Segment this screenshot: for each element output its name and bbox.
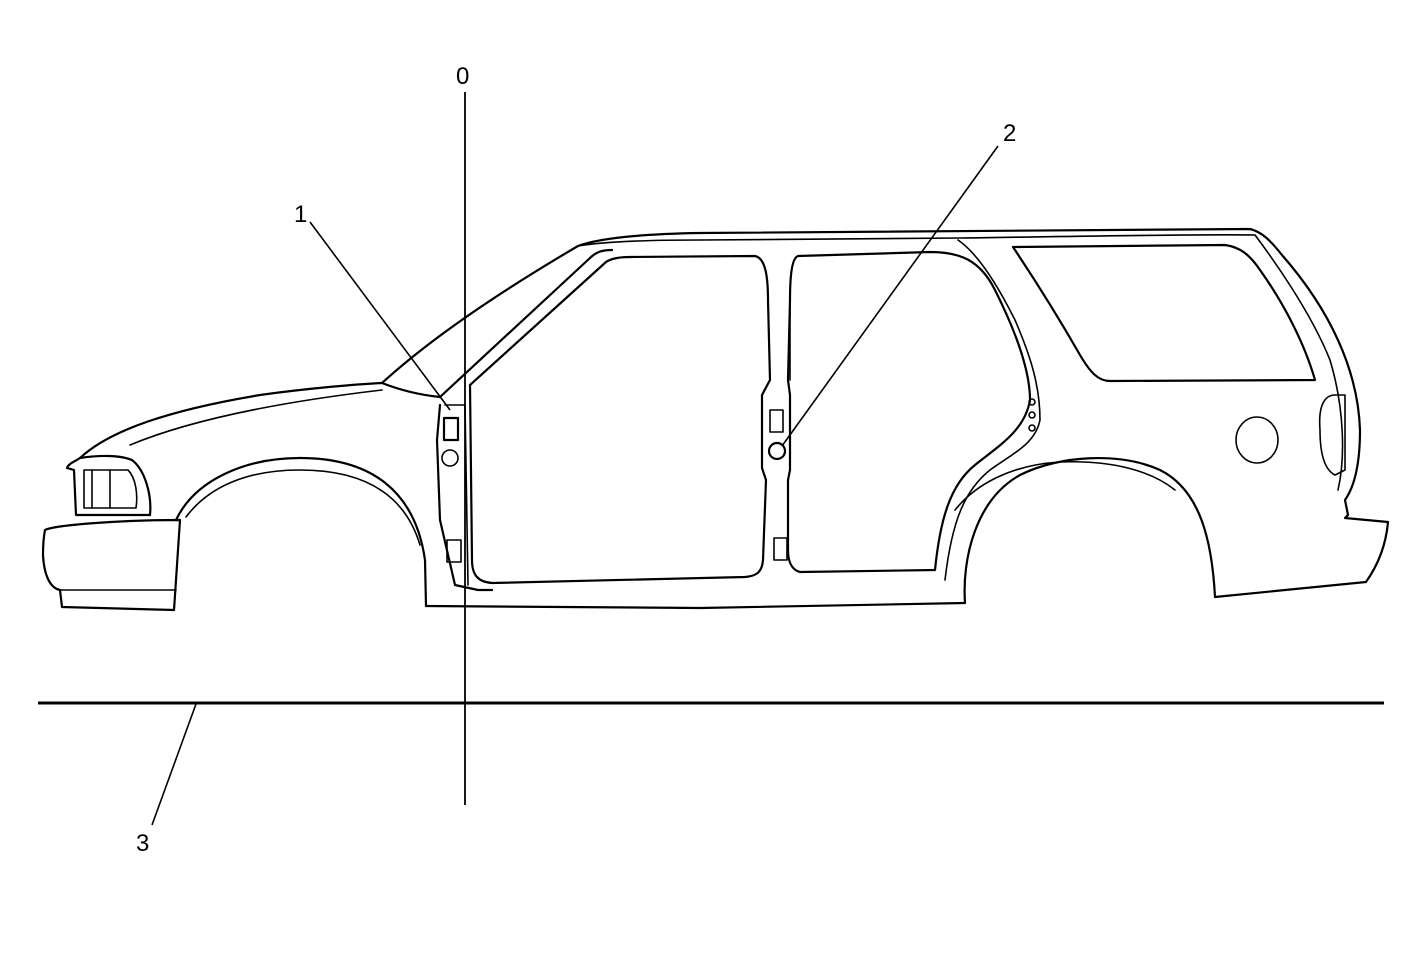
c-pillar-hole (1028, 411, 1036, 419)
rocker-panel (424, 601, 967, 610)
callout-2-label: 2 (1003, 120, 1016, 147)
a-pillar-hole (441, 449, 459, 467)
a-pillar-upper-hinge-slot (442, 416, 460, 442)
front-fender-arch-inner (185, 469, 421, 546)
headlamp-lens (83, 469, 138, 509)
callout-2-leader (781, 145, 999, 447)
rear-door-opening-outer (944, 239, 1041, 581)
roof-inner-line (577, 233, 1344, 491)
hood-crease-line (129, 389, 383, 446)
front-headlamp-housing (65, 454, 152, 517)
rear-wheel-arch (963, 457, 1217, 605)
callout-1-label: 1 (294, 201, 307, 228)
tail-lamp (1318, 394, 1346, 476)
a-pillar-inner (444, 404, 469, 586)
roof-outline (380, 227, 1390, 599)
b-pillar-upper-slot (769, 409, 784, 433)
fuel-door (1235, 416, 1279, 464)
windshield-pillar (438, 248, 614, 399)
hood-outline (78, 381, 442, 460)
vehicle-body-outline (41, 227, 1390, 612)
headlamp-divider (91, 469, 111, 509)
front-door-opening (468, 254, 772, 585)
callout-3-leader (151, 703, 197, 826)
callout-3-label: 3 (136, 830, 149, 857)
rear-quarter-window (1011, 243, 1317, 383)
callout-1-leader (309, 221, 451, 411)
b-pillar-lower-slot (773, 537, 788, 561)
front-bumper (41, 518, 182, 612)
a-pillar-lower-hinge-slot (446, 539, 462, 563)
callout-0-label: 0 (456, 63, 469, 90)
b-pillar-reference-hole (767, 441, 787, 461)
rear-door-opening (786, 250, 1032, 574)
c-pillar-hole (1028, 424, 1036, 432)
front-wheel-arch (174, 456, 428, 608)
b-pillar (767, 299, 791, 381)
rear-wheel-arch-inner (954, 460, 1176, 511)
c-pillar-hole (1028, 398, 1036, 406)
